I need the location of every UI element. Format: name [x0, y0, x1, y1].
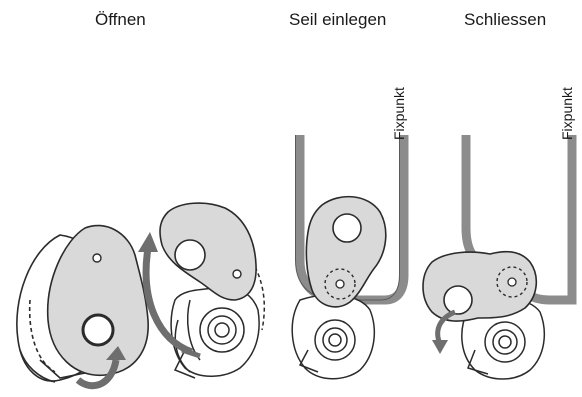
rope-hole [444, 286, 472, 314]
panel-insert-rope: Fixpunkt [292, 87, 407, 379]
panel-close: Fixpunkt [423, 87, 575, 379]
side-plate-open [160, 203, 256, 300]
anchor-point-label: Fixpunkt [391, 87, 407, 140]
rope-hole [333, 214, 361, 242]
pin-hole [93, 254, 101, 262]
rope-hole [83, 315, 113, 345]
panel-open [17, 203, 264, 386]
side-plate-closed [423, 252, 536, 321]
anchor-point-label: Fixpunkt [559, 87, 575, 140]
side-plate [306, 197, 385, 307]
